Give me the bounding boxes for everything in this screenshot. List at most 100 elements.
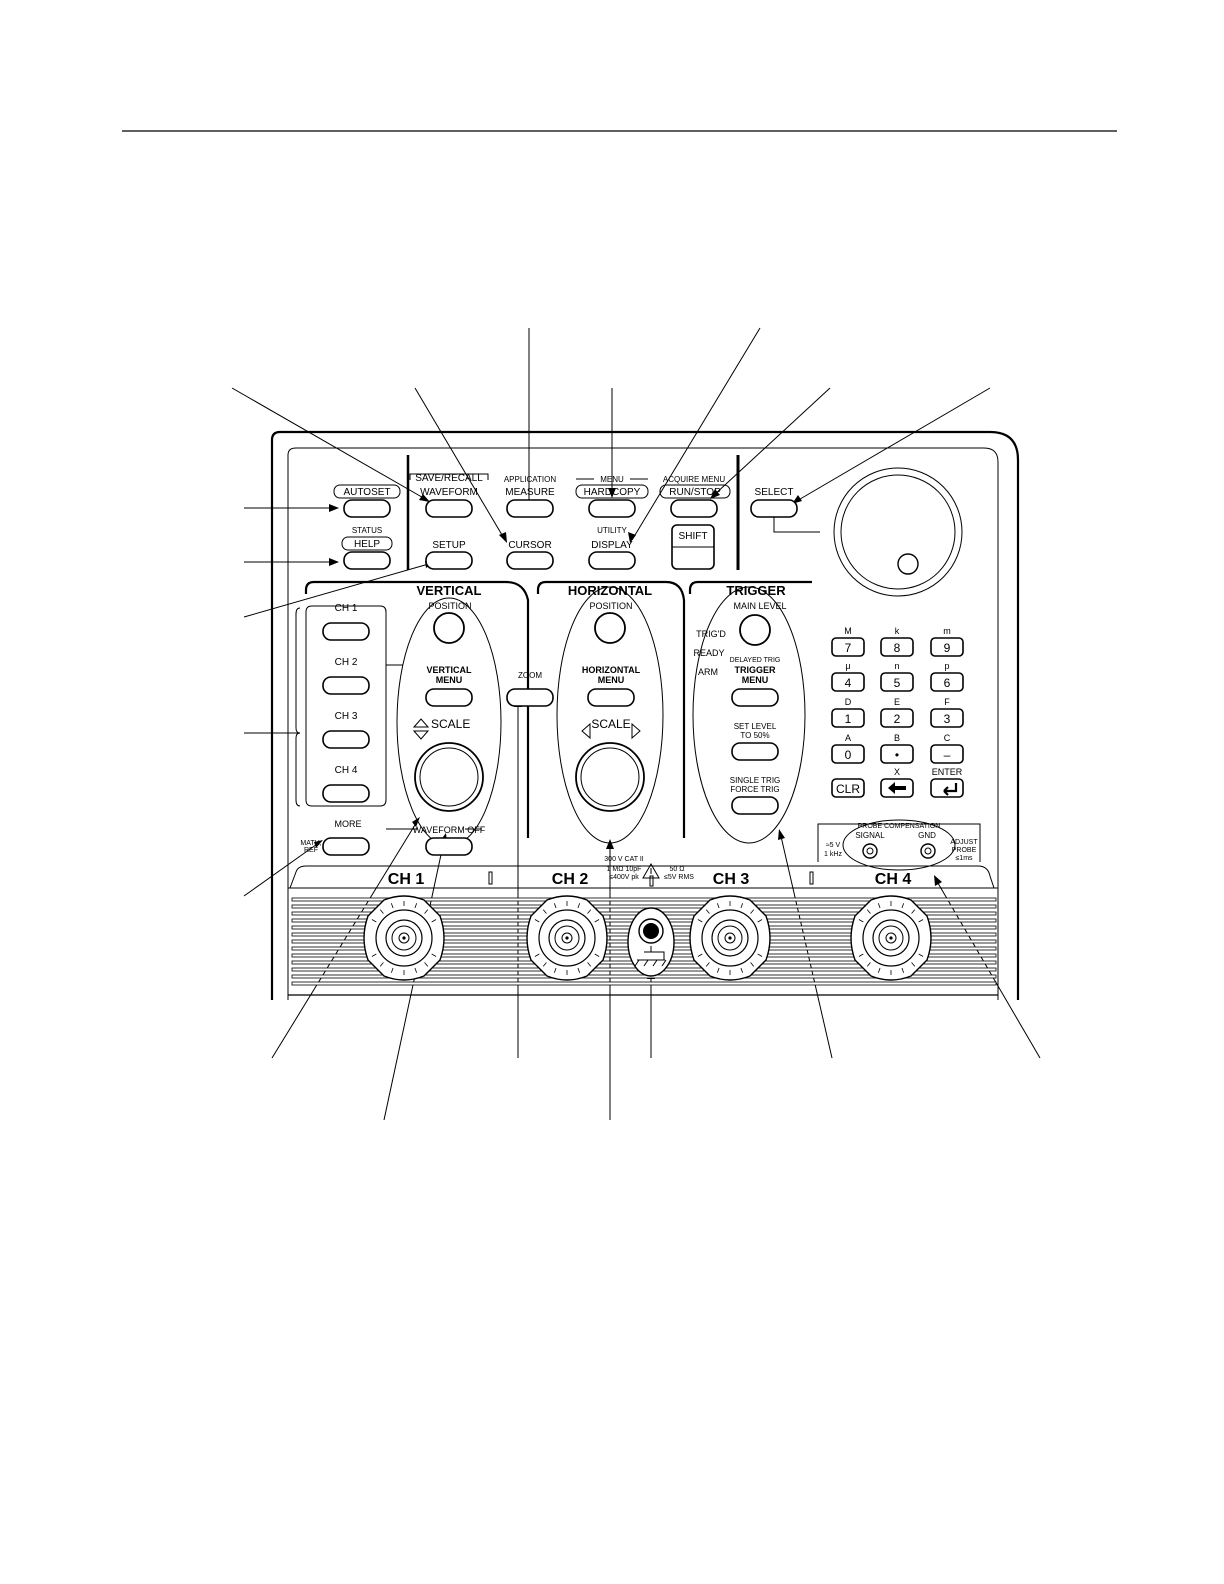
run-stop-label: RUN/STOP (669, 487, 721, 498)
keypad-key-4[interactable] (880, 672, 914, 692)
select-label: SELECT (755, 487, 794, 498)
keypad-key-5[interactable] (930, 672, 964, 692)
autoset-button[interactable] (343, 499, 391, 518)
rating-left-2: 1 MΩ 10pF (607, 866, 642, 873)
signal-terminal[interactable] (862, 843, 878, 859)
horizontal-position-knob[interactable] (594, 612, 626, 644)
horizontal-scale-right-icon (631, 722, 641, 740)
cursor-button[interactable] (506, 551, 554, 570)
keypad-key-8[interactable] (930, 708, 964, 728)
horizontal-menu-label-1: HORIZONTAL (582, 665, 641, 675)
measure-button[interactable] (506, 499, 554, 518)
enter-arrow-icon (943, 783, 958, 796)
keypad-key-label: 0 (845, 748, 852, 762)
ch1-button[interactable] (322, 622, 370, 641)
ch1-input-label: CH 1 (388, 871, 425, 888)
chassis-ground-icon (634, 946, 667, 967)
ch1-label: CH 1 (335, 603, 358, 614)
horizontal-position-label: POSITION (589, 601, 632, 611)
help-label: HELP (354, 539, 380, 550)
clr-button[interactable] (831, 778, 865, 798)
keypad-key-label: 3 (944, 712, 951, 726)
ch2-bnc-input[interactable] (526, 895, 608, 981)
vent-slot (291, 904, 997, 909)
callout-lines (231, 327, 1041, 1121)
ch3-bnc-input[interactable] (689, 895, 771, 981)
waveform-label: WAVEFORM (420, 487, 478, 498)
clr-label: CLR (836, 782, 860, 796)
vertical-position-label: POSITION (428, 601, 471, 611)
horizontal-scale-label: SCALE (591, 717, 630, 731)
set-level-label-2: TO 50% (740, 731, 769, 740)
horizontal-menu-button[interactable] (587, 688, 635, 707)
keypad-key-2[interactable] (930, 637, 964, 657)
waveform-off-label: WAVEFORM OFF (413, 825, 486, 835)
gnd-terminal[interactable] (920, 843, 936, 859)
vertical-scale-knob[interactable] (414, 742, 484, 812)
ch4-bnc-input[interactable] (850, 895, 932, 981)
run-stop-button[interactable] (670, 499, 718, 518)
keypad-key-11[interactable] (930, 744, 964, 764)
run-stop-label-box (659, 484, 731, 499)
trigger-callout-oval (692, 586, 806, 844)
backspace-arrow-icon (888, 782, 906, 794)
vertical-position-knob[interactable] (433, 612, 465, 644)
vertical-section: CH 1 CH 2 CH 3 CH 4 MORE MATH, REF POSIT… (295, 597, 502, 856)
trigd-light-label: TRIG'D (696, 629, 726, 639)
gnd-label: GND (918, 831, 936, 840)
save-setup-button[interactable] (425, 551, 473, 570)
keypad-key-label: 7 (845, 641, 852, 655)
ch3-button[interactable] (322, 730, 370, 749)
display-label: DISPLAY (591, 540, 633, 551)
select-button[interactable] (750, 499, 798, 518)
ch4-button[interactable] (322, 784, 370, 803)
single-force-trig-button[interactable] (731, 796, 779, 815)
input-strip: CH 1 CH 2 CH 3 CH 4 300 V CAT II 1 MΩ 10… (288, 856, 998, 889)
trigger-menu-button[interactable] (731, 688, 779, 707)
hardcopy-button[interactable] (588, 499, 636, 518)
keypad-key-10[interactable] (880, 744, 914, 764)
horizontal-scale-knob[interactable] (575, 742, 645, 812)
top-buttons: AUTOSET STATUS HELP SAVE/RECALL WAVEFORM… (333, 473, 820, 570)
zoom-button[interactable] (506, 688, 554, 707)
ch2-label: CH 2 (335, 657, 358, 668)
vertical-menu-label-1: VERTICAL (427, 665, 473, 675)
save-recall-bracket (409, 473, 489, 480)
trigger-level-knob[interactable] (739, 614, 771, 646)
save-waveform-button[interactable] (425, 499, 473, 518)
acquire-menu-title: ACQUIRE MENU (663, 475, 725, 484)
ch1-bnc-input[interactable] (363, 895, 445, 981)
vertical-scale-label: SCALE (431, 717, 470, 731)
save-recall-title: SAVE/RECALL (415, 473, 483, 484)
vertical-menu-button[interactable] (425, 688, 473, 707)
general-purpose-knob[interactable] (833, 467, 963, 597)
horizontal-callout-oval (556, 586, 664, 844)
vent-slot (291, 981, 997, 986)
keypad-key-3[interactable] (831, 672, 865, 692)
ch2-button[interactable] (322, 676, 370, 695)
waveform-off-button[interactable] (425, 837, 473, 856)
keypad-sub-label: m (943, 626, 951, 636)
keypad-key-7[interactable] (880, 708, 914, 728)
horizontal-title: HORIZONTAL (568, 583, 652, 598)
trigger-menu-label-2: MENU (742, 675, 769, 685)
keypad-key-0[interactable] (831, 637, 865, 657)
ground-jack[interactable] (627, 907, 675, 977)
hardcopy-label-box (575, 484, 649, 499)
set-level-50-button[interactable] (731, 742, 779, 761)
autoset-label: AUTOSET (343, 487, 390, 498)
keypad-key-6[interactable] (831, 708, 865, 728)
warning-triangle-icon (642, 862, 660, 879)
keypad-key-9[interactable] (831, 744, 865, 764)
status-label: STATUS (352, 526, 382, 535)
vertical-scale-down-icon (412, 730, 430, 740)
display-button[interactable] (588, 551, 636, 570)
more-button[interactable] (322, 837, 370, 856)
keypad-sub-label: p (944, 661, 949, 671)
keypad-key-label: 6 (944, 676, 951, 690)
help-button[interactable] (343, 551, 391, 570)
keypad-key-1[interactable] (880, 637, 914, 657)
probe-left-note-2: 1 kHz (824, 851, 842, 858)
